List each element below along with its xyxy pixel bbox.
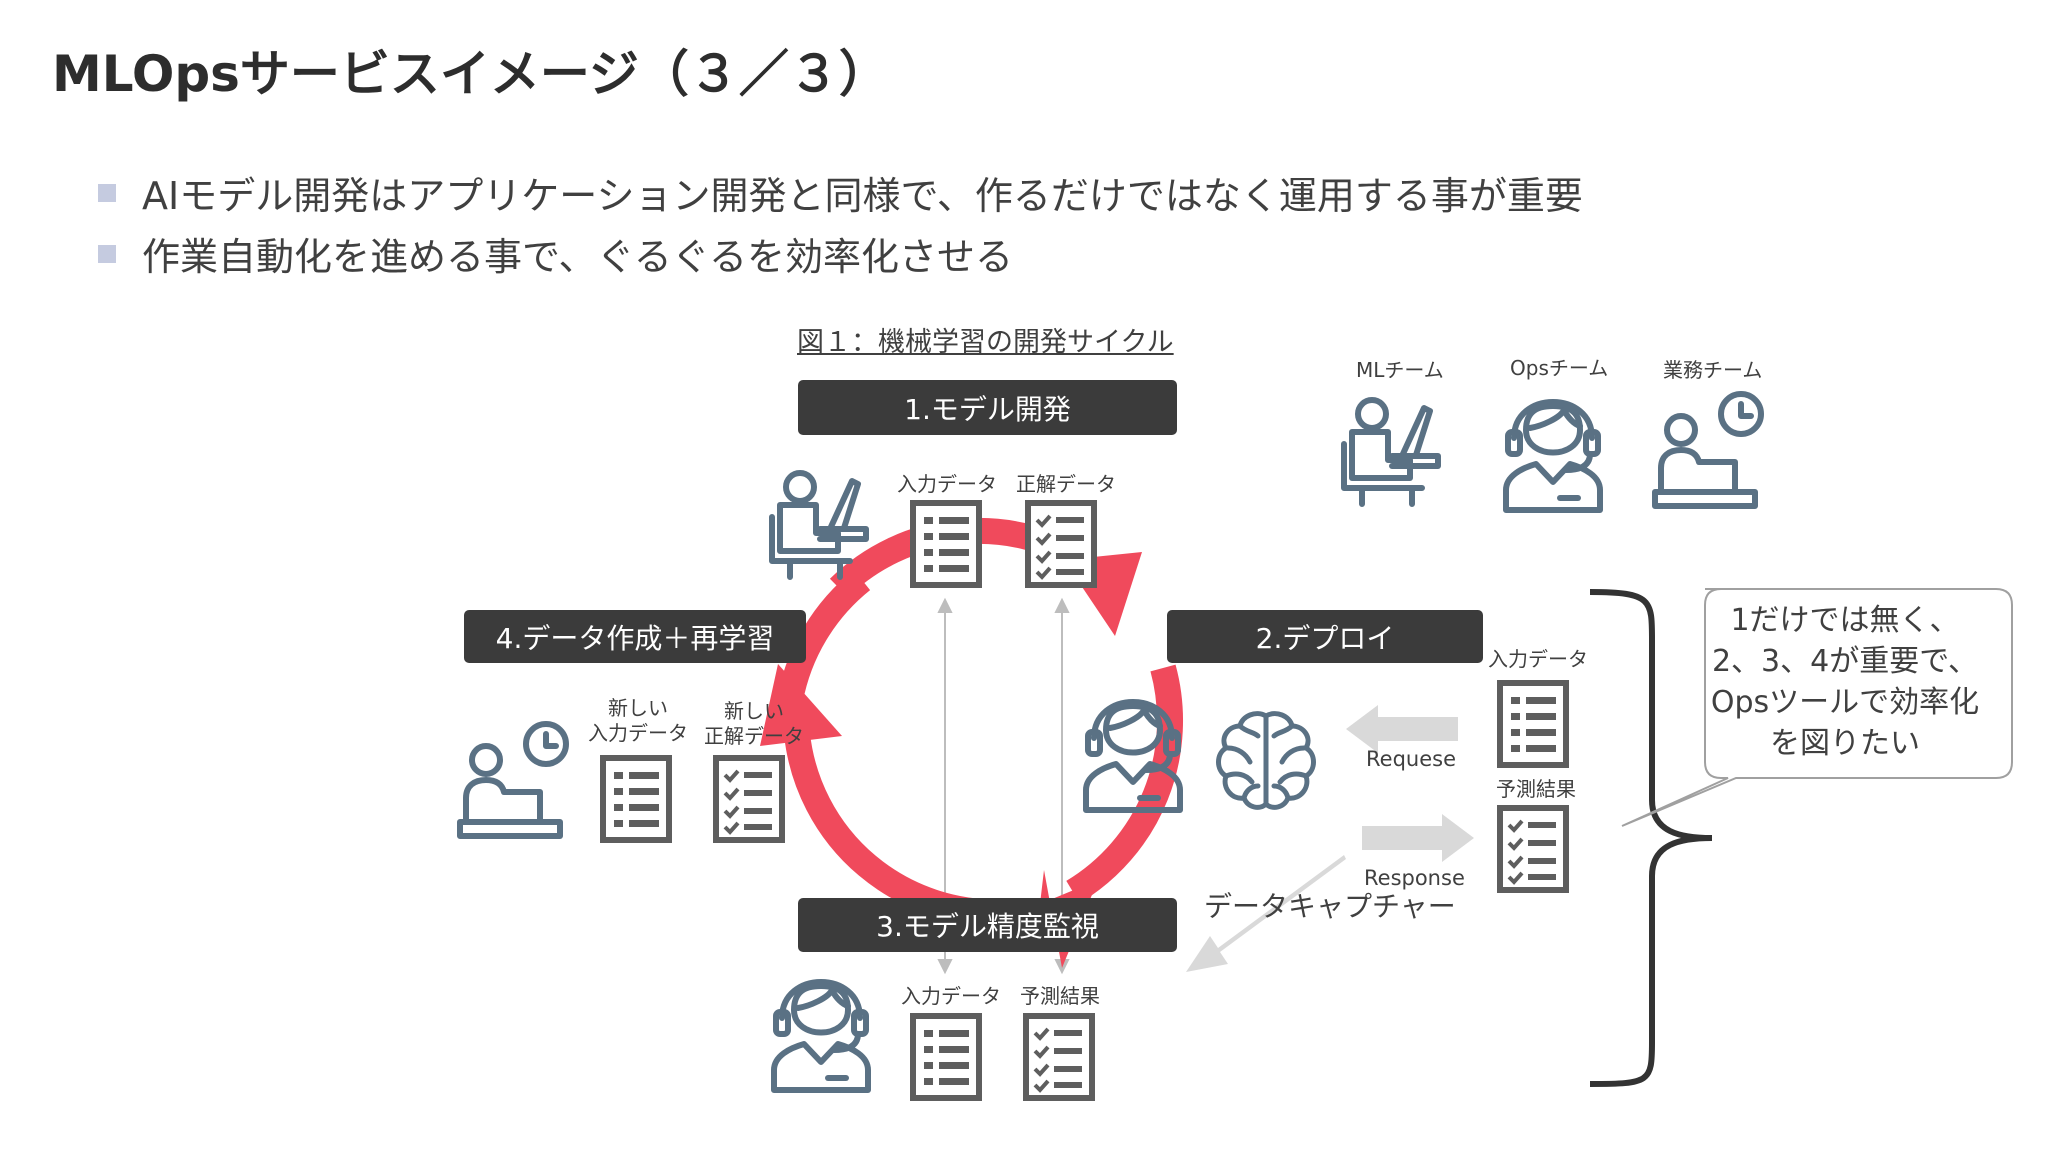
label-line: 新しい [608,696,668,720]
stage-model-development: 1.モデル開発 [798,380,1177,435]
bullet-marker [98,183,116,202]
label-line: 入力データ [588,721,688,745]
new-input-data-doc-icon [603,758,669,840]
bullet-item: AIモデル開発はアプリケーション開発と同様で、作るだけではなく運用する事が重要 [98,165,1583,220]
business-team-label: 業務チーム [1663,358,1763,382]
ops-team-label: Opsチーム [1510,356,1609,380]
bullet-marker [98,244,116,263]
label-line: 正解データ [704,724,804,748]
stage-accuracy-monitoring: 3.モデル精度監視 [798,898,1177,952]
develop-input-label: 入力データ [897,472,997,496]
stage-data-creation-retraining: 4.データ作成＋再学習 [464,610,806,663]
label-line: 新しい [724,699,784,723]
developer-icon [772,473,866,577]
bullet-text: 作業自動化を進める事で、ぐるぐるを効率化させる [142,235,1013,279]
ground-truth-doc-icon [1028,503,1094,585]
retrain-truth-label: 新しい 正解データ [704,699,804,749]
callout-line: 1だけでは無く、 [1730,603,1960,638]
callout-line: 2、3、4が重要で、 [1711,644,1979,679]
develop-truth-label: 正解データ [1016,472,1116,496]
callout-text: 1だけでは無く、 2、3、4が重要で、 Opsツールで効率化 を図りたい [1685,600,2005,764]
bullet-text: AIモデル開発はアプリケーション開発と同様で、作るだけではなく運用する事が重要 [142,174,1583,218]
bullet-item: 作業自動化を進める事で、ぐるぐるを効率化させる [98,226,1013,281]
monitor-input-label: 入力データ [901,984,1001,1008]
monitor-prediction-label: 予測結果 [1020,984,1100,1008]
brain-model-icon [1219,714,1314,808]
business-user-icon [460,724,566,836]
stage-deploy: 2.デプロイ [1167,610,1483,663]
callout-line: を図りたい [1770,726,1920,761]
slide-title: MLOpsサービスイメージ（３／３） [52,45,889,103]
retrain-input-label: 新しい 入力データ [588,696,688,746]
response-label: Response [1364,866,1465,890]
monitor-input-doc-icon [913,1016,979,1098]
business-team-icon [1655,394,1761,506]
deploy-prediction-label: 予測結果 [1496,777,1576,801]
curly-brace [1589,589,1713,1087]
ml-team-label: MLチーム [1356,358,1444,382]
figure-caption: 図１：機械学習の開発サイクル [797,327,1174,358]
callout-line: Opsツールで効率化 [1710,685,1980,720]
deploy-input-doc-icon [1500,683,1566,765]
ml-team-icon [1344,400,1438,504]
operator-icon [774,982,868,1090]
ops-team-icon [1506,402,1600,510]
deploy-prediction-doc-icon [1500,808,1566,890]
deploy-input-label: 入力データ [1488,647,1588,671]
new-ground-truth-doc-icon [716,758,782,840]
request-label: Requese [1366,747,1456,771]
callout-bubble [1621,588,2013,827]
input-data-doc-icon [913,503,979,585]
data-capture-label: データキャプチャー [1204,890,1456,923]
monitor-prediction-doc-icon [1026,1016,1092,1098]
flow-arrows [1186,705,1474,972]
